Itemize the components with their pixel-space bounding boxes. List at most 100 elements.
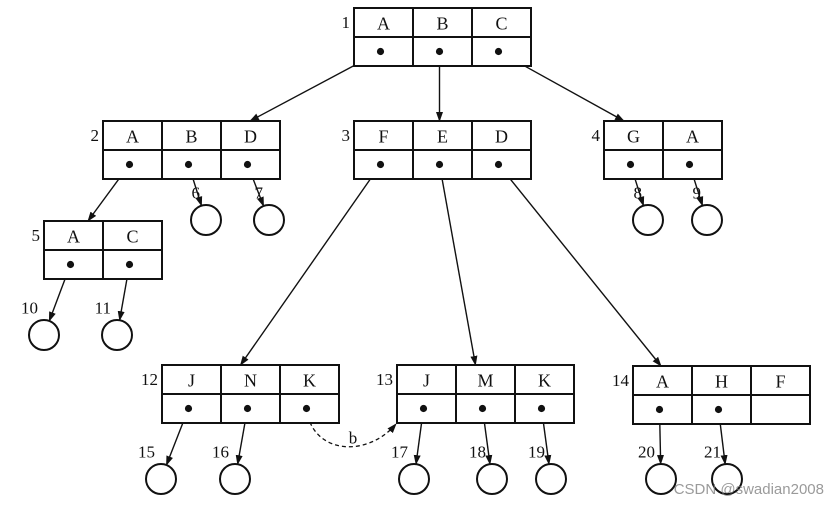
pointer-dot [125, 260, 134, 269]
pointer-dot [66, 260, 75, 269]
leaf-circle [398, 463, 430, 495]
pointer-dot [243, 404, 252, 413]
pointer-dot [125, 160, 134, 169]
leaf-node-9: 9 [691, 184, 723, 236]
node-number-label: 4 [592, 126, 601, 145]
pointer-dot [302, 404, 311, 413]
leaf-circle [101, 319, 133, 351]
pointer-cell [662, 149, 723, 180]
key-text: E [437, 127, 448, 147]
node-number-label: 5 [32, 226, 41, 245]
watermark: CSDN @swadian2008 [673, 481, 824, 498]
pointer-dot [478, 404, 487, 413]
key-text: A [67, 227, 80, 247]
leaf-node-11: 11 [95, 299, 133, 351]
key-cell [662, 120, 723, 151]
node-number-label: 12 [141, 370, 158, 389]
key-text: J [188, 371, 195, 391]
leaf-number-label: 10 [21, 299, 38, 318]
key-cell [750, 365, 811, 396]
pointer-cell [220, 393, 281, 424]
key-text: D [244, 127, 257, 147]
leaf-number-label: 21 [704, 443, 721, 462]
edge-3-12 [239, 164, 382, 366]
leaf-number-label: 19 [528, 443, 545, 462]
pointer-dot [184, 404, 193, 413]
key-cell [412, 7, 473, 38]
leaf-circle [219, 463, 251, 495]
leaf-number-label: 18 [469, 443, 486, 462]
tree-node-3: F E D 3 [342, 120, 532, 180]
pointer-dot [685, 160, 694, 169]
tree-node-13: J M K 13 [376, 364, 575, 424]
leaf-node-6: 6 [190, 184, 222, 236]
leaf-node-21: 21 [704, 443, 743, 495]
pointer-dot [419, 404, 428, 413]
pointer-cell [750, 394, 811, 425]
pointer-dot [435, 47, 444, 56]
leaf-node-17: 17 [391, 443, 430, 495]
leaf-node-20: 20 [638, 443, 677, 495]
tree-node-5: A C 5 [32, 220, 163, 280]
key-text: D [495, 127, 508, 147]
leaf-circle [711, 463, 743, 495]
leaf-number-label: 8 [634, 184, 643, 203]
key-text: J [423, 371, 430, 391]
node-number-label: 14 [612, 371, 630, 390]
edge-3-14 [497, 164, 662, 367]
key-text: F [378, 127, 388, 147]
pointer-dot [494, 160, 503, 169]
pointer-dot [376, 160, 385, 169]
leaf-circle [535, 463, 567, 495]
key-text: C [126, 227, 138, 247]
key-text: A [686, 127, 699, 147]
leaf-circle [476, 463, 508, 495]
leaf-node-7: 7 [253, 184, 285, 236]
leaf-node-15: 15 [138, 443, 177, 495]
key-text: A [377, 14, 390, 34]
leaf-node-16: 16 [212, 443, 251, 495]
edge-3-13 [438, 164, 478, 366]
leaf-number-label: 11 [95, 299, 111, 318]
leaf-circle [691, 204, 723, 236]
key-cell [43, 220, 104, 251]
leaf-circle [632, 204, 664, 236]
key-cell [279, 364, 340, 395]
pointer-cell [632, 394, 693, 425]
node-number-label: 3 [342, 126, 351, 145]
node-number-label: 1 [342, 13, 351, 32]
pointer-dot [243, 160, 252, 169]
key-cell [514, 364, 575, 395]
key-text: K [538, 371, 551, 391]
leaf-circle [645, 463, 677, 495]
pointer-dot [435, 160, 444, 169]
leaf-circle [190, 204, 222, 236]
leaf-number-label: 16 [212, 443, 229, 462]
key-text: H [715, 372, 728, 392]
node-number-label: 13 [376, 370, 393, 389]
key-text: A [656, 372, 669, 392]
pointer-dot [626, 160, 635, 169]
leaf-node-8: 8 [632, 184, 664, 236]
key-text: M [477, 371, 493, 391]
leaf-number-label: 15 [138, 443, 155, 462]
pointer-dot [714, 405, 723, 414]
leaf-circle [145, 463, 177, 495]
key-text: F [775, 372, 785, 392]
pointer-dot [376, 47, 385, 56]
pointer-dot [537, 404, 546, 413]
key-text: A [126, 127, 139, 147]
pointer-dot [494, 47, 503, 56]
key-cell [603, 120, 664, 151]
key-text: K [303, 371, 316, 391]
tree-node-14: A H F 14 [612, 365, 811, 425]
leaf-number-label: 20 [638, 443, 655, 462]
pointer-dot [655, 405, 664, 414]
